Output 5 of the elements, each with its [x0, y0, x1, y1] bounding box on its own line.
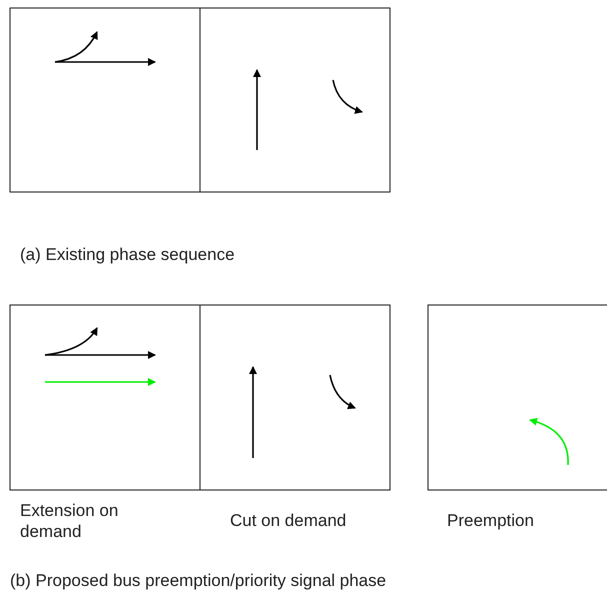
phase-label: Preemption [447, 510, 534, 531]
caption: (b) Proposed bus preemption/priority signal phase [10, 570, 386, 591]
phase-label: Cut on demand [230, 510, 346, 531]
phase-label: Extension on demand [20, 500, 120, 542]
caption: (a) Existing phase sequence [20, 244, 235, 265]
